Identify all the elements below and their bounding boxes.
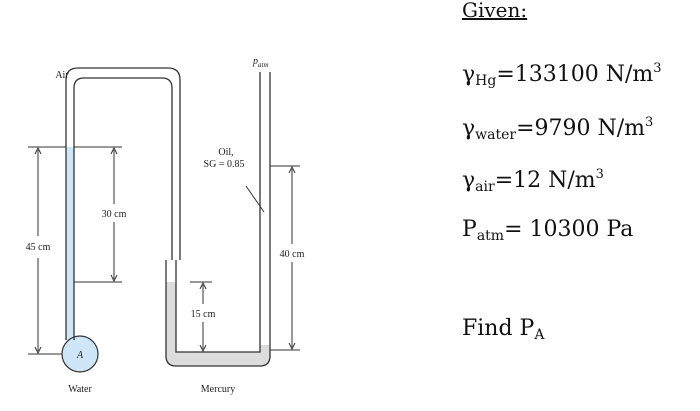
given-panel: Given: γHg=133100 N/m3 γwater=9790 N/m3 … [462, 0, 698, 411]
dim-40cm [270, 165, 300, 351]
gamma-hg-line: γHg=133100 N/m3 [462, 61, 662, 89]
oil-label-line2: SG = 0.85 [204, 159, 245, 170]
find-pa-line: Find PA [462, 316, 545, 343]
water-label: Water [68, 384, 92, 395]
oil-leader-line [245, 185, 265, 213]
dim-15cm [190, 281, 212, 353]
tube-walls [65, 67, 271, 367]
patm-label: patm [252, 56, 269, 69]
mercury-label: Mercury [201, 384, 235, 395]
patm-line: Patm= 10300 Pa [462, 217, 634, 244]
oil-label-line1: Oil, [218, 147, 233, 158]
dim-45cm-label: 45 cm [26, 242, 51, 253]
dim-40cm-label: 40 cm [280, 249, 305, 260]
dim-30cm [74, 146, 122, 283]
mercury-column [166, 282, 270, 366]
gamma-water-line: γwater=9790 N/m3 [462, 115, 654, 143]
dim-30cm-label: 30 cm [102, 209, 127, 220]
dim-15cm-label: 15 cm [191, 309, 216, 320]
point-a-label: A [76, 350, 84, 361]
water-column [66, 147, 74, 340]
air-label: Air [55, 70, 69, 81]
dim-45cm [28, 146, 66, 355]
gamma-air-line: γair=12 N/m3 [462, 167, 604, 195]
manometer-diagram: 45 cm 30 cm 15 cm [26, 56, 305, 395]
given-heading: Given: [462, 0, 528, 22]
